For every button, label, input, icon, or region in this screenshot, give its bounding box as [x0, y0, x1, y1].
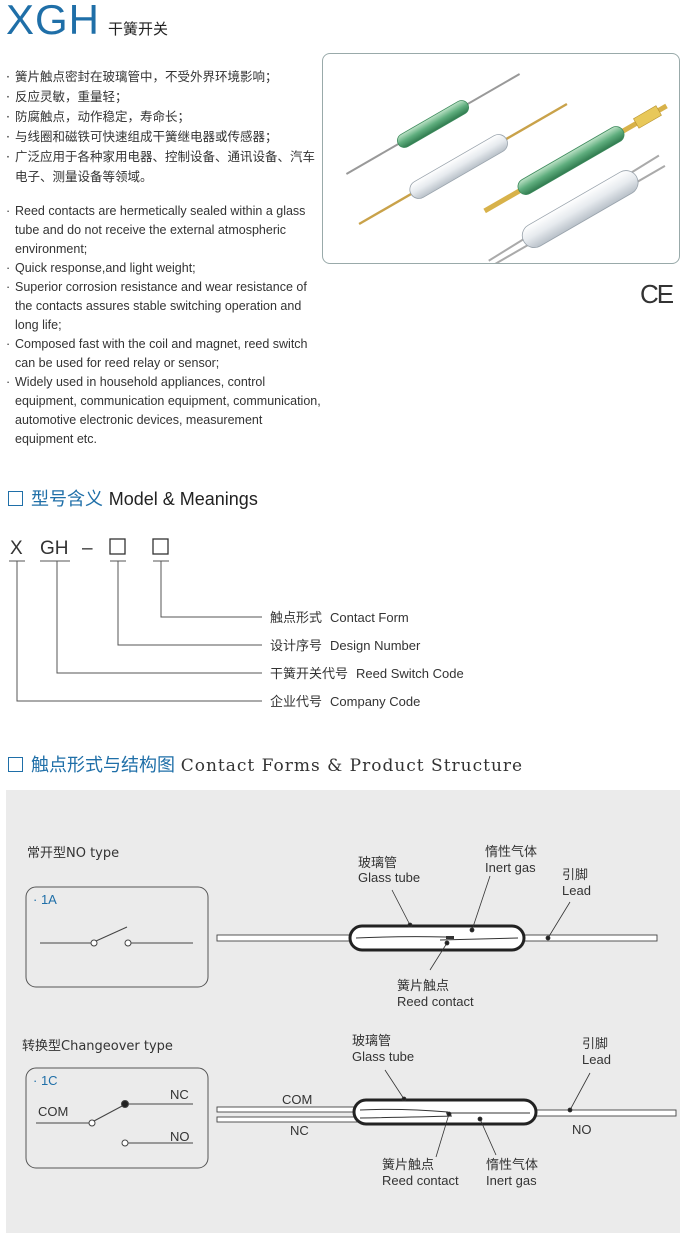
reed-switch-green-2: [483, 103, 668, 214]
changeover-no-lead-label: NO: [572, 1122, 592, 1137]
changeover-reed-switch-structure: [216, 1098, 677, 1126]
no-type-symbol-box: [25, 886, 209, 988]
changeover-type-title: 转换型Changeover type: [22, 1039, 173, 1054]
meaning-reed-switch-code-cn: 干簧开关代号: [270, 666, 348, 682]
changeover-symbol-box: [25, 1067, 209, 1169]
changeover-glass-tube-en: Glass tube: [352, 1049, 414, 1064]
changeover-lead-en: Lead: [582, 1052, 611, 1067]
meaning-company-code-en: Company Code: [330, 694, 420, 709]
no-callouts: [391, 875, 571, 971]
changeover-form-label: · 1C: [33, 1073, 58, 1088]
feature-en-item: Quick response,and light weight;: [6, 259, 322, 278]
code-part-design-box: [109, 538, 126, 555]
feature-en-item: Reed contacts are hermetically sealed wi…: [6, 202, 322, 259]
no-reed-switch-structure: [216, 924, 658, 952]
changeover-switch-symbol: [36, 1100, 193, 1147]
structure-section-heading: 触点形式与结构图 Contact Forms & Product Structu…: [8, 751, 523, 777]
changeover-reed-contact-en: Reed contact: [382, 1173, 459, 1188]
code-part-dash: –: [82, 538, 93, 559]
changeover-callouts: [384, 1069, 591, 1158]
changeover-inert-gas-cn: 惰性气体: [486, 1157, 538, 1173]
feature-list-en: Reed contacts are hermetically sealed wi…: [6, 202, 322, 449]
model-heading-en: Model & Meanings: [108, 489, 258, 509]
no-lead-en: Lead: [562, 883, 591, 898]
feature-list-cn: 簧片触点密封在玻璃管中，不受外界环境影响； 反应灵敏，重量轻； 防腐触点，动作稳…: [6, 67, 326, 187]
changeover-com-lead-label: COM: [282, 1092, 312, 1107]
no-glass-tube-cn: 玻璃管: [358, 856, 397, 871]
feature-cn-item: 反应灵敏，重量轻；: [6, 87, 326, 107]
feature-en-item: Widely used in household appliances, con…: [6, 373, 322, 449]
no-inert-gas-en: Inert gas: [485, 860, 536, 875]
changeover-inert-gas-en: Inert gas: [486, 1173, 537, 1188]
no-glass-tube-en: Glass tube: [358, 870, 420, 885]
product-subtitle: 干簧开关: [108, 20, 169, 38]
changeover-reed-contact-cn: 簧片触点: [382, 1157, 434, 1173]
feature-cn-item: 广泛应用于各种家用电器、控制设备、通讯设备、汽车电子、测量设备等领域。: [6, 147, 326, 187]
no-lead-cn: 引脚: [562, 867, 588, 883]
feature-en-item: Superior corrosion resistance and wear r…: [6, 278, 322, 335]
no-type-title: 常开型NO type: [27, 846, 119, 861]
model-section-heading: 型号含义 Model & Meanings: [8, 485, 258, 511]
checkbox-square-icon: [8, 491, 23, 506]
structure-diagram: 常开型NO type · 1A 玻璃管 Glass tube 惰性气体: [22, 844, 677, 1188]
no-type-form-label: · 1A: [33, 892, 57, 907]
structure-diagram-area: 常开型NO type · 1A 玻璃管 Glass tube 惰性气体: [6, 790, 680, 1233]
reed-switch-green-1: [345, 73, 521, 175]
meaning-company-code-cn: 企业代号: [270, 694, 322, 710]
model-heading-cn: 型号含义: [31, 489, 103, 510]
reed-switch-illustration: [345, 73, 668, 263]
structure-heading-en: Contact Forms & Product Structure: [180, 756, 524, 776]
no-inert-gas-cn: 惰性气体: [485, 844, 537, 860]
feature-cn-item: 与线圈和磁铁可快速组成干簧继电器或传感器；: [6, 127, 326, 147]
meaning-design-number-cn: 设计序号: [270, 639, 322, 654]
changeover-symbol-nc: NC: [170, 1087, 189, 1102]
no-switch-symbol: [40, 926, 193, 947]
product-photo: [322, 53, 680, 264]
reed-switch-clear-changeover: [488, 154, 666, 263]
code-part-gh: GH: [40, 538, 69, 559]
ce-certification-mark: CE: [640, 279, 674, 309]
feature-cn-item: 簧片触点密封在玻璃管中，不受外界环境影响；: [6, 67, 326, 87]
changeover-symbol-com: COM: [38, 1104, 68, 1119]
meaning-contact-form-cn: 触点形式: [270, 611, 322, 626]
reed-switch-clear-1: [358, 102, 568, 226]
code-part-form-box: [152, 538, 169, 555]
structure-heading-cn: 触点形式与结构图: [31, 755, 175, 776]
meaning-contact-form-en: Contact Form: [330, 610, 409, 625]
no-reed-contact-en: Reed contact: [397, 994, 474, 1009]
feature-en-item: Composed fast with the coil and magnet, …: [6, 335, 322, 373]
checkbox-square-icon: [8, 757, 23, 772]
model-code-diagram: X GH – 触点形式 Contact Form 设计序号 Design Numbe…: [9, 538, 464, 710]
meaning-design-number-en: Design Number: [330, 638, 421, 653]
product-title: XGH: [6, 0, 101, 43]
changeover-nc-lead-label: NC: [290, 1123, 309, 1138]
changeover-lead-cn: 引脚: [582, 1036, 608, 1052]
code-part-x: X: [10, 538, 23, 559]
meaning-reed-switch-code-en: Reed Switch Code: [356, 666, 464, 681]
changeover-glass-tube-cn: 玻璃管: [352, 1034, 391, 1049]
changeover-symbol-no: NO: [170, 1129, 190, 1144]
no-reed-contact-cn: 簧片触点: [397, 978, 449, 994]
feature-cn-item: 防腐触点，动作稳定，寿命长；: [6, 107, 326, 127]
